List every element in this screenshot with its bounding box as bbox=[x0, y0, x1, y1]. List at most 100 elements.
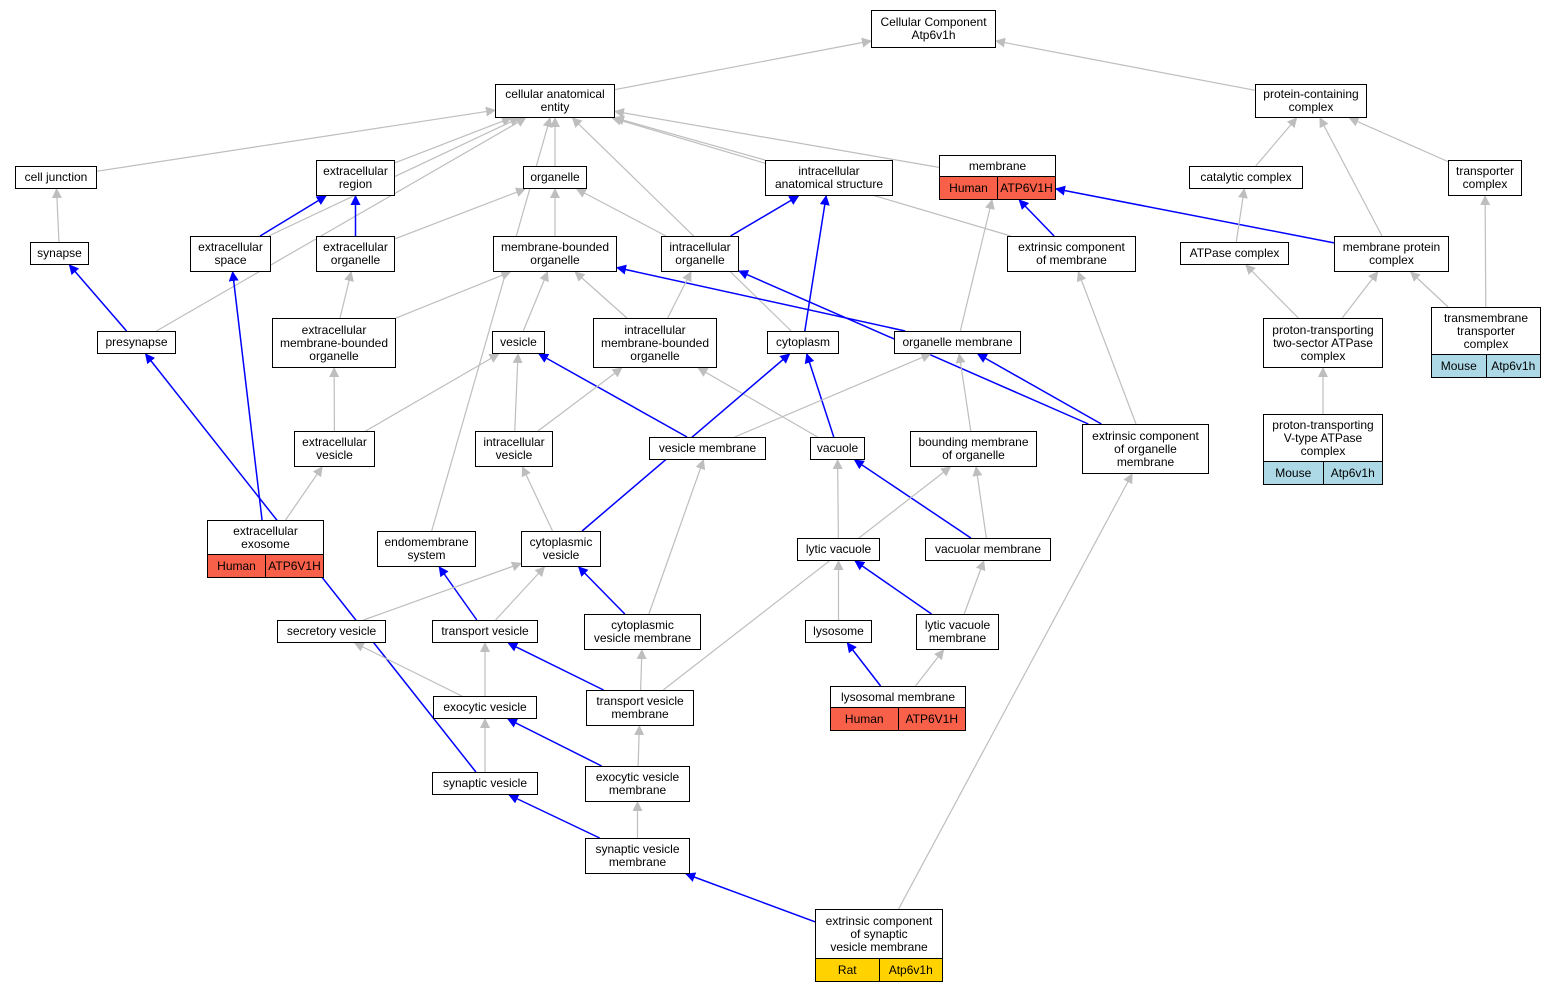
node-proton-transporting-two-sector-atpase-complex[interactable]: proton-transporting two-sector ATPase co… bbox=[1263, 318, 1383, 368]
edge-tvm-is_a-cytovesmem bbox=[636, 649, 647, 691]
node-label: intracellular organelle bbox=[669, 240, 731, 267]
node-organelle-membrane[interactable]: organelle membrane bbox=[894, 331, 1021, 354]
edge-secves-is_a-cytoves bbox=[363, 561, 522, 621]
node-extrinsic-component-of-membrane[interactable]: extrinsic component of membrane bbox=[1007, 236, 1136, 272]
edge-cytoplasm-is_a-cae bbox=[571, 117, 792, 332]
gene-cell: ATP6V1H bbox=[897, 708, 966, 730]
node-proton-transporting-v-type-atpase-complex[interactable]: proton-transporting V-type ATPase comple… bbox=[1263, 414, 1383, 485]
node-cell-junction[interactable]: cell junction bbox=[15, 166, 97, 189]
node-extracellular-membrane-bounded-organelle[interactable]: extracellular membrane-bounded organelle bbox=[272, 318, 396, 368]
edge-icvesicle-is_a-vesicle bbox=[512, 353, 523, 432]
node-label: transport vesicle membrane bbox=[596, 694, 684, 721]
node-cellular-component-root[interactable]: Cellular Component Atp6v1h bbox=[871, 10, 996, 48]
edge-mpc-part_of-membrane bbox=[1055, 185, 1335, 244]
gene-cell: ATP6V1H bbox=[265, 555, 323, 577]
edge-svm-part_of-synves bbox=[508, 794, 600, 839]
node-label: organelle membrane bbox=[902, 335, 1013, 349]
edge-pt2s-is_a-atpase bbox=[1245, 264, 1299, 319]
node-vacuole[interactable]: vacuole bbox=[810, 437, 865, 460]
edge-evm-part_of-exoves bbox=[507, 718, 602, 767]
edge-ias-is_a-cae bbox=[614, 115, 766, 161]
node-extracellular-organelle[interactable]: extracellular organelle bbox=[316, 236, 395, 272]
edge-transves-part_of-endomem bbox=[438, 566, 478, 621]
node-label: transmembrane transporter complex bbox=[1443, 310, 1529, 351]
node-lytic-vacuole-membrane[interactable]: lytic vacuole membrane bbox=[916, 614, 999, 650]
node-label: proton-transporting two-sector ATPase co… bbox=[1272, 322, 1374, 363]
node-atpase-complex[interactable]: ATPase complex bbox=[1180, 242, 1289, 265]
node-extrinsic-component-of-organelle-membrane[interactable]: extrinsic component of organelle membran… bbox=[1082, 424, 1209, 474]
node-extracellular-region[interactable]: extracellular region bbox=[316, 160, 395, 196]
edge-transves-is_a-cytoves bbox=[495, 566, 546, 621]
edge-catalytic-is_a-pcc bbox=[1255, 117, 1298, 167]
edge-icorganelle-is_a-organelle bbox=[575, 188, 667, 237]
node-protein-containing-complex[interactable]: protein-containing complex bbox=[1255, 84, 1367, 118]
node-synapse[interactable]: synapse bbox=[30, 242, 89, 265]
node-label: cytoplasmic vesicle bbox=[529, 535, 593, 562]
node-transporter-complex[interactable]: transporter complex bbox=[1448, 160, 1522, 196]
node-lysosome[interactable]: lysosome bbox=[805, 620, 872, 643]
node-intracellular-membrane-bounded-organelle[interactable]: intracellular membrane-bounded organelle bbox=[593, 318, 717, 368]
node-synaptic-vesicle[interactable]: synaptic vesicle bbox=[432, 772, 538, 795]
node-vesicle[interactable]: vesicle bbox=[492, 331, 545, 354]
node-exocytic-vesicle[interactable]: exocytic vesicle bbox=[433, 696, 537, 719]
node-label: presynapse bbox=[105, 335, 168, 349]
node-cytoplasmic-vesicle[interactable]: cytoplasmic vesicle bbox=[521, 531, 601, 567]
node-label: ATPase complex bbox=[1189, 246, 1280, 260]
edge-vesicle-is_a-mbo bbox=[522, 271, 549, 332]
node-vesicle-membrane[interactable]: vesicle membrane bbox=[649, 437, 766, 460]
node-intracellular-organelle[interactable]: intracellular organelle bbox=[661, 236, 739, 272]
node-label: extracellular organelle bbox=[323, 240, 388, 267]
node-lytic-vacuole[interactable]: lytic vacuole bbox=[797, 538, 880, 561]
edge-tvm-is_a-boundmem bbox=[662, 466, 952, 691]
edge-extcomporg-part_of-orgmem bbox=[976, 353, 1102, 425]
node-organelle[interactable]: organelle bbox=[523, 166, 587, 189]
node-transport-vesicle[interactable]: transport vesicle bbox=[432, 620, 538, 643]
node-label: synaptic vesicle bbox=[442, 776, 528, 790]
node-label: protein-containing complex bbox=[1263, 87, 1359, 114]
node-secretory-vesicle[interactable]: secretory vesicle bbox=[277, 620, 386, 643]
node-endomembrane-system[interactable]: endomembrane system bbox=[377, 531, 476, 567]
node-transport-vesicle-membrane[interactable]: transport vesicle membrane bbox=[586, 690, 694, 726]
species-cell: Human bbox=[949, 180, 988, 195]
edge-ecvesicle-is_a-vesicle bbox=[365, 353, 500, 432]
node-bounding-membrane-of-organelle[interactable]: bounding membrane of organelle bbox=[910, 431, 1037, 467]
node-label: synapse bbox=[37, 246, 82, 260]
node-cytoplasm[interactable]: cytoplasm bbox=[767, 331, 839, 354]
node-intracellular-anatomical-structure[interactable]: intracellular anatomical structure bbox=[765, 160, 893, 196]
edge-exoves-is_a-secves bbox=[353, 642, 463, 697]
node-cellular-anatomical-entity[interactable]: cellular anatomical entity bbox=[495, 84, 615, 118]
node-label: bounding membrane of organelle bbox=[918, 435, 1029, 462]
node-catalytic-complex[interactable]: catalytic complex bbox=[1189, 166, 1303, 189]
node-intracellular-vesicle[interactable]: intracellular vesicle bbox=[475, 431, 553, 467]
edge-mpc-is_a-pcc bbox=[1319, 117, 1383, 237]
edge-tvm-part_of-transves bbox=[507, 642, 604, 691]
node-extrinsic-component-of-synaptic-vesicle-membrane[interactable]: extrinsic component of synaptic vesicle … bbox=[815, 909, 943, 982]
edge-pt2s-is_a-mpc bbox=[1341, 271, 1379, 319]
node-label: lysosome bbox=[813, 624, 864, 638]
edge-lyticvac-is_a-vacuole bbox=[832, 459, 843, 539]
node-label: catalytic complex bbox=[1200, 170, 1292, 184]
edge-lysomem-is_a-lvm bbox=[915, 649, 945, 687]
node-presynapse[interactable]: presynapse bbox=[97, 331, 176, 354]
edge-lvm-part_of-lyticvac bbox=[854, 560, 932, 615]
node-vacuolar-membrane[interactable]: vacuolar membrane bbox=[925, 538, 1051, 561]
node-membrane-protein-complex[interactable]: membrane protein complex bbox=[1334, 236, 1449, 272]
node-extracellular-space[interactable]: extracellular space bbox=[190, 236, 271, 272]
edge-vacuole-is_a-icmbo bbox=[697, 367, 818, 438]
node-cytoplasmic-vesicle-membrane[interactable]: cytoplasmic vesicle membrane bbox=[584, 614, 701, 650]
node-membrane-bounded-organelle[interactable]: membrane-bounded organelle bbox=[493, 236, 617, 272]
edge-vesmem-is_a-orgmem bbox=[734, 352, 932, 438]
node-exocytic-vesicle-membrane[interactable]: exocytic vesicle membrane bbox=[585, 766, 690, 802]
node-label: extracellular region bbox=[323, 164, 388, 191]
node-synaptic-vesicle-membrane[interactable]: synaptic vesicle membrane bbox=[585, 838, 690, 874]
edge-membrane-is_a-cae bbox=[614, 107, 940, 168]
node-extracellular-vesicle[interactable]: extracellular vesicle bbox=[294, 431, 375, 467]
